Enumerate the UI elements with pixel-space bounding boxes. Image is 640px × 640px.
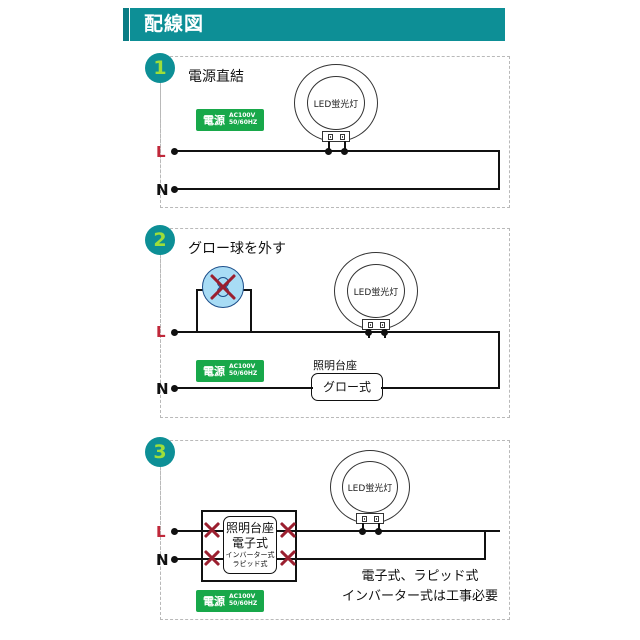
connector-pin [379, 321, 385, 328]
live-wire-2 [174, 331, 500, 333]
junction-dot [325, 148, 332, 155]
connector-pin [327, 133, 333, 140]
terminal-neutral-2: N [156, 380, 169, 398]
blocked-x-icon-neutral-right [277, 547, 299, 569]
blocked-x-icon-live-right [277, 519, 299, 541]
lamp-connector-2 [362, 319, 390, 330]
section-2-connector-line [160, 255, 161, 418]
loop-return-wire-2 [498, 331, 500, 389]
power-badge-frequency: 50/60HZ [229, 370, 258, 377]
lamp-lead-wire [344, 141, 346, 152]
glow-remove-x-icon [202, 266, 244, 308]
lamp-connector-3 [356, 513, 384, 524]
terminal-neutral-3: N [156, 551, 169, 569]
lighting-base-label-2: 照明台座 [313, 359, 357, 372]
lamp-lead-wire [378, 523, 380, 531]
glow-bracket-left [196, 289, 198, 332]
power-badge-voltage: AC100V [229, 363, 256, 371]
lamp-ring-inner: LED蛍光灯 [342, 461, 398, 513]
loop-return-wire-3 [484, 530, 486, 560]
lamp-label: LED蛍光灯 [313, 99, 359, 110]
terminal-live-3: L [156, 523, 166, 541]
power-badge-voltage: AC100V [229, 112, 256, 120]
neutral-wire-2-left [174, 387, 313, 389]
lamp-lead-wire [362, 523, 364, 531]
glow-bracket-right [250, 289, 252, 332]
power-badge-spec: AC100V 50/60HZ [229, 363, 258, 378]
header-accent-bar [123, 8, 129, 41]
section-2-title: グロー球を外す [188, 241, 286, 257]
power-badge-frequency: 50/60HZ [229, 119, 258, 126]
section-1-connector-line [160, 83, 161, 208]
power-badge-spec: AC100V 50/60HZ [229, 112, 258, 127]
lamp-ring-inner: LED蛍光灯 [347, 264, 405, 318]
junction-dot [381, 329, 388, 336]
connector-pin [361, 515, 367, 522]
live-wire-3-left [174, 530, 223, 532]
power-badge-1: 電源 AC100V 50/60HZ [196, 109, 264, 131]
lamp-label: LED蛍光灯 [353, 287, 399, 298]
page-title: 配線図 [144, 13, 205, 35]
electronic-base-line3: インバーター式 [225, 550, 275, 559]
blocked-x-icon-neutral-left [201, 547, 223, 569]
lamp-ring-inner: LED蛍光灯 [307, 76, 365, 130]
section-3-caption: 電子式、ラピッド式 インバーター式は工事必要 [330, 567, 510, 607]
neutral-wire-3-left [174, 558, 223, 560]
lamp-connector-1 [322, 131, 350, 142]
live-wire-3-right [277, 530, 500, 532]
section-3-badge: 3 [145, 437, 175, 467]
neutral-wire-2-right [381, 387, 500, 389]
junction-dot [365, 329, 372, 336]
page-header: 配線図 [130, 8, 505, 41]
section-3-caption-line2: インバーター式は工事必要 [341, 589, 498, 605]
terminal-live-1: L [156, 143, 166, 161]
power-badge-label: 電源 [203, 113, 225, 127]
lamp-lead-wire [328, 141, 330, 152]
loop-return-wire-1 [498, 150, 500, 190]
section-2-badge: 2 [145, 225, 175, 255]
connector-pin [373, 515, 379, 522]
glow-type-box: グロー式 [311, 373, 383, 401]
power-badge-label: 電源 [203, 364, 225, 378]
connector-pin [339, 133, 345, 140]
section-3-connector-line [160, 467, 161, 620]
section-1-badge: 1 [145, 53, 175, 83]
bypass-top-wire [201, 510, 297, 512]
power-badge-label: 電源 [203, 594, 225, 608]
bypass-bottom-wire [201, 580, 297, 582]
terminal-live-2: L [156, 323, 166, 341]
electronic-base-line2: 電子式 [231, 535, 268, 550]
electronic-base-box: 照明台座 電子式 インバーター式 ラピッド式 [223, 516, 277, 574]
junction-dot [359, 528, 366, 535]
glow-type-label: グロー式 [322, 379, 371, 394]
power-badge-2: 電源 AC100V 50/60HZ [196, 360, 264, 382]
neutral-wire-3-right [277, 558, 486, 560]
junction-dot [375, 528, 382, 535]
lamp-label: LED蛍光灯 [347, 483, 393, 494]
electronic-base-line1: 照明台座 [225, 520, 274, 535]
live-wire-1 [174, 150, 500, 152]
power-badge-frequency: 50/60HZ [229, 600, 258, 607]
electronic-base-line4: ラピッド式 [232, 560, 268, 568]
section-3-caption-line1: 電子式、ラピッド式 [361, 569, 479, 584]
connector-pin [367, 321, 373, 328]
power-badge-voltage: AC100V [229, 593, 256, 601]
terminal-neutral-1: N [156, 181, 169, 199]
power-badge-spec: AC100V 50/60HZ [229, 593, 258, 608]
blocked-x-icon-live-left [201, 519, 223, 541]
neutral-wire-1 [174, 188, 500, 190]
section-1-title: 電源直結 [188, 69, 244, 85]
bypass-right-wire [295, 510, 297, 582]
power-badge-3: 電源 AC100V 50/60HZ [196, 590, 264, 612]
junction-dot [341, 148, 348, 155]
bypass-left-wire [201, 510, 203, 582]
